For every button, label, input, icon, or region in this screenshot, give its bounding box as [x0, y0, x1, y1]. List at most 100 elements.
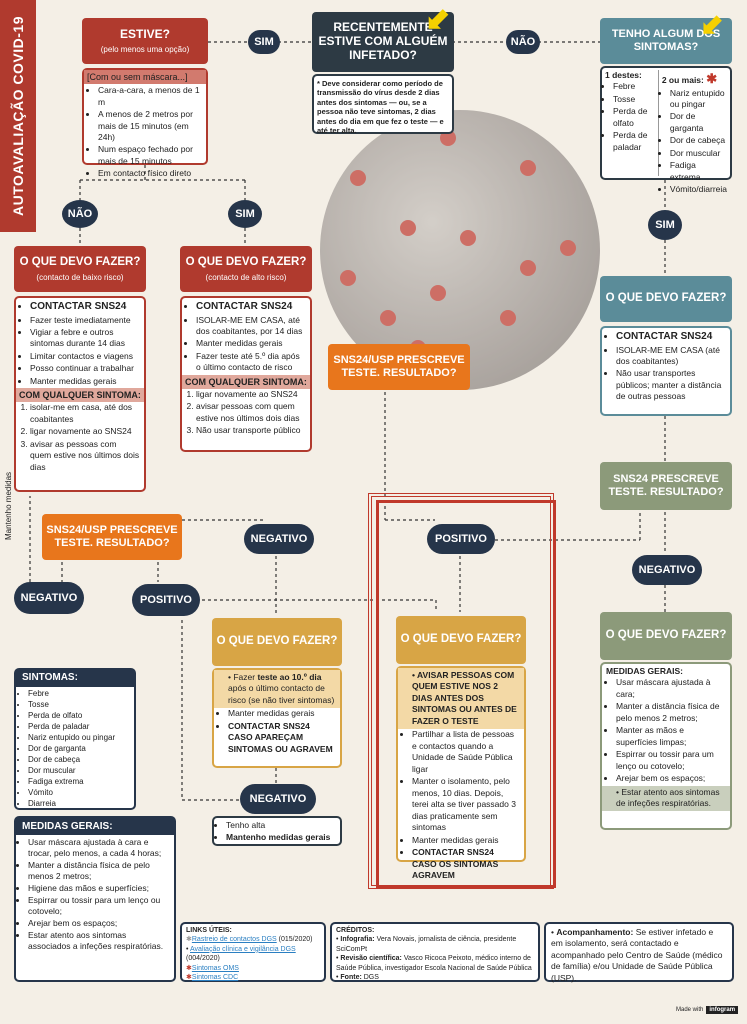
estive-options-box: [Com ou sem máscara...] Cara-a-cara, a m… [82, 68, 208, 178]
todo-step: avisar as pessoas com quem estive nos úl… [30, 439, 140, 473]
credit-text: Vasco Ricoca Peixoto, médico interno de … [336, 955, 532, 972]
nao-pill-left: NÃO [62, 200, 98, 228]
todo-item: Fazer teste até 5.º dia após o último co… [196, 351, 306, 374]
footer-brand[interactable]: infogram [706, 1006, 739, 1014]
side-title-bar: AUTOAVALIAÇÃO COVID-19 [0, 0, 36, 232]
negativo-pill: NEGATIVO [240, 784, 316, 814]
footer-credit: Made with infogram [676, 1006, 739, 1014]
follow-up-label: Acompanhamento: [556, 927, 634, 937]
nao-pill-top: NÃO [506, 30, 540, 54]
question-symptoms: TENHO ALGUM DOS SINTOMAS? [600, 18, 732, 64]
transmission-note-text: * Deve considerar como período de transm… [317, 79, 444, 135]
todo-right-negative-title: O QUE DEVO FAZER? [605, 629, 727, 642]
sim-pill-top: SIM [248, 30, 280, 54]
follow-up-note: • Acompanhamento: Se estiver infetado e … [544, 922, 734, 983]
todo-positive-header: O QUE DEVO FAZER? [396, 616, 526, 664]
todo-step: ligar novamente ao SNS24 [30, 426, 140, 437]
estive-option: Num espaço fechado por mais de 15 minuto… [98, 144, 202, 167]
todo-item: Manter o isolamento, pelo menos, 10 dias… [412, 776, 520, 833]
measures-legend-title: MEDIDAS GERAIS: [16, 818, 174, 835]
todo-symptomatic-header: O QUE DEVO FAZER? [600, 276, 732, 322]
todo-item-bold: CONTACTAR SNS24 CASO OS SINTOMAS AGRAVEM [412, 847, 520, 881]
asterisk-icon: ✱ [186, 974, 192, 982]
todo-step: ligar novamente ao SNS24 [196, 389, 306, 400]
estive-option: Em contacto físico direto [98, 168, 202, 179]
legend-symptom: Dor de garganta [28, 744, 130, 754]
todo-item: Tenho alta [226, 820, 336, 831]
useful-links-title: LINKS ÚTEIS: [186, 927, 232, 934]
question-recent-contact: RECENTEMENTE ESTIVE COM ALGUÉM INFETADO? [312, 12, 454, 72]
symptoms-col2-title: 2 ou mais: [661, 75, 704, 85]
todo-low-risk-sub: (contacto de baixo risco) [36, 272, 124, 282]
link-rastreio[interactable]: Rastreio de contactos DGS [191, 936, 277, 944]
credit-text: DGS [361, 974, 379, 982]
medidas-title: MEDIDAS GERAIS: [606, 666, 683, 676]
todo-high-risk-sub: (contacto de alto risco) [205, 272, 287, 282]
todo-right-negative-header: O QUE DEVO FAZER? [600, 612, 732, 660]
todo-main: CONTACTAR SNS24 [196, 300, 306, 314]
test-prescribed-mid-text: SNS24/USP PRESCREVE TESTE. RESULTADO? [333, 354, 465, 379]
legend-measure: Usar máscara ajustada à cara e trocar, p… [28, 837, 170, 859]
symptom-item: Perda de olfato [613, 106, 656, 129]
todo-item: Manter medidas gerais [412, 835, 520, 846]
todo-low-risk-header: O QUE DEVO FAZER? (contacto de baixo ris… [14, 246, 146, 292]
estive-option: A menos de 2 metros por mais de 15 minut… [98, 109, 202, 143]
symptom-item: Dor de garganta [670, 111, 727, 134]
sim-pill-left: SIM [228, 200, 262, 228]
symptom-item: Tosse [613, 94, 656, 105]
symptoms-legend: SINTOMAS: Febre Tosse Perda de olfato Pe… [14, 668, 136, 810]
legend-measure: Espirrar ou tossir para um lenço ou coto… [28, 895, 170, 917]
sim-pill-right: SIM [648, 210, 682, 240]
todo-right-negative-box: MEDIDAS GERAIS: Usar máscara ajustada à … [600, 662, 732, 830]
test-prescribed-right: SNS24 PRESCREVE TESTE. RESULTADO? [600, 462, 732, 510]
link-sintomas-oms[interactable]: Sintomas OMS [191, 964, 239, 972]
question-symptoms-text: TENHO ALGUM DOS SINTOMAS? [611, 28, 721, 53]
coronavirus-illustration [320, 110, 600, 390]
symptoms-col1-title: 1 destes: [605, 70, 642, 80]
negativo-pill: NEGATIVO [632, 555, 702, 585]
arrow-icon: ⬋ [425, 3, 451, 36]
todo-item: Fazer teste imediatamente [30, 315, 140, 326]
todo-item: ISOLAR-ME EM CASA, até dos coabitantes, … [196, 315, 306, 338]
legend-symptom: Diarreia [28, 799, 130, 809]
negative-negative-box: Tenho alta Mantenho medidas gerais [212, 816, 342, 846]
legend-symptom: Perda de olfato [28, 711, 130, 721]
symptom-item: Dor de cabeça [670, 135, 727, 146]
todo-item: Não usar transportes públicos; manter a … [616, 368, 726, 402]
todo-item: ISOLAR-ME EM CASA (até dos coabitantes) [616, 345, 726, 368]
negativo-pill: NEGATIVO [14, 582, 84, 614]
positivo-pill: POSITIVO [132, 584, 200, 616]
medida-item: Manter a distância física de pelo menos … [616, 701, 726, 724]
side-title: AUTOAVALIAÇÃO COVID-19 [10, 15, 27, 217]
positive-highlight-frame-outer [376, 500, 556, 888]
footer-made: Made with [676, 1007, 704, 1013]
asterisk-icon: ✱ [186, 964, 192, 972]
hl-bold: teste ao 10.º dia [257, 672, 322, 682]
any-symptom-bar: COM QUALQUER SINTOMA: [182, 374, 310, 389]
todo-negative-title: O QUE DEVO FAZER? [216, 635, 338, 648]
todo-item: Limitar contactos e viagens [30, 351, 140, 362]
follow-up-text: Se estiver infetado e em isolamento, ser… [551, 927, 723, 983]
link-sintomas-cdc[interactable]: Sintomas CDC [191, 974, 239, 982]
arrow-icon: ⬋ [700, 9, 724, 40]
link-date: (004/2020) [186, 955, 220, 963]
medida-item: Manter as mãos e superfícies limpas; [616, 725, 726, 748]
symptom-item: Febre [613, 81, 656, 92]
legend-symptom: Perda de paladar [28, 722, 130, 732]
todo-symptomatic-box: CONTACTAR SNS24 ISOLAR-ME EM CASA (até d… [600, 326, 732, 416]
todo-main: CONTACTAR SNS24 [30, 300, 140, 314]
legend-symptom: Dor de cabeça [28, 755, 130, 765]
todo-symptomatic-title: O QUE DEVO FAZER? [605, 292, 727, 305]
estive-option: Cara-a-cara, a menos de 1 m [98, 85, 202, 108]
legend-measure: Higiene das mãos e superfícies; [28, 883, 170, 894]
legend-symptom: Fadiga extrema [28, 777, 130, 787]
positivo-pill: POSITIVO [427, 524, 495, 554]
any-symptom-bar: COM QUALQUER SINTOMA: [16, 388, 144, 403]
credit-label: Fonte: [340, 974, 362, 982]
credit-label: Infografia: [340, 936, 375, 944]
todo-item: Partilhar a lista de pessoas e contactos… [412, 729, 520, 775]
link-avaliacao[interactable]: Avaliação clínica e vigilância DGS [190, 945, 296, 953]
test-prescribed-mid: SNS24/USP PRESCREVE TESTE. RESULTADO? [328, 344, 470, 390]
legend-symptom: Tosse [28, 700, 130, 710]
legend-measure: Estar atento aos sintomas associados a i… [28, 930, 170, 952]
